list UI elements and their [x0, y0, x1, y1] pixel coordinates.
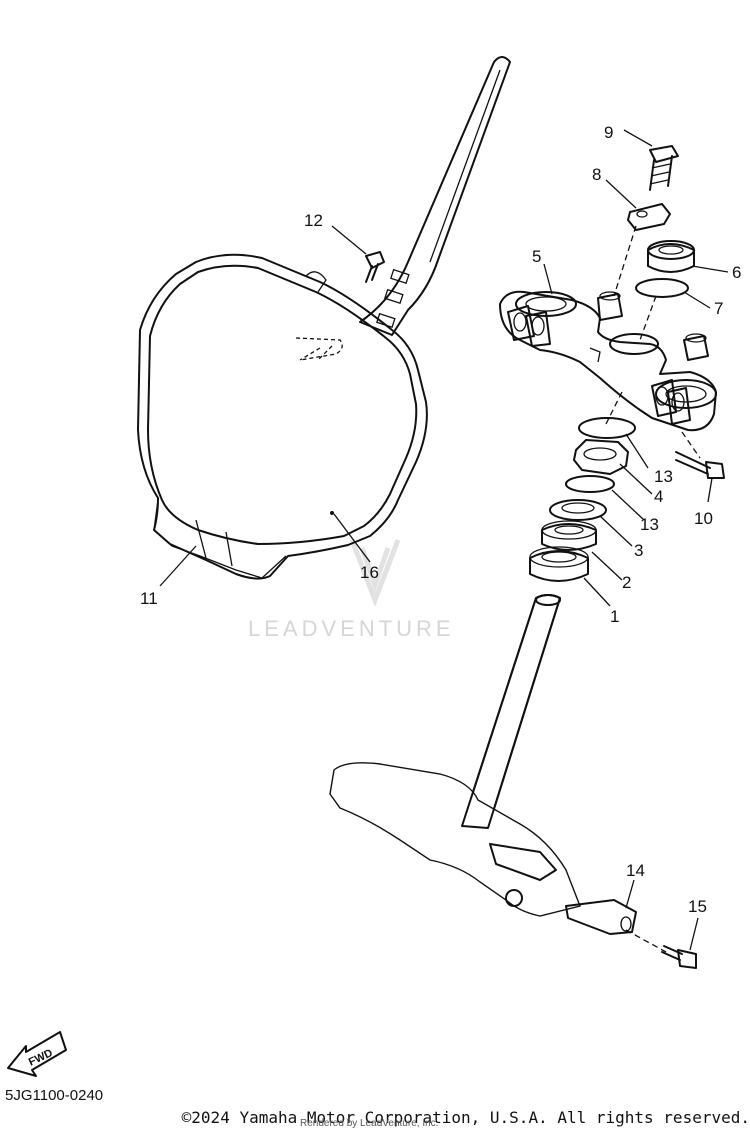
- callout-1: 1: [610, 607, 619, 626]
- callout-4: 4: [654, 487, 663, 506]
- washer-13-lower-icon: [565, 475, 615, 493]
- ring-nut-4-icon: [573, 439, 629, 475]
- callout-9: 9: [604, 123, 613, 142]
- bearing-stack: [529, 417, 636, 582]
- bearing-2-icon: [541, 523, 597, 551]
- callout-10: 10: [694, 509, 713, 528]
- callout-labels: 9 8 12 5 6 7 13 4 13 3 2 1 10 11 16 14 1…: [140, 123, 741, 916]
- diagram-part-code: 5JG1100-0240: [5, 1087, 104, 1104]
- copyright-notice: ©2024 Yamaha Motor Corporation, U.S.A. A…: [181, 1108, 750, 1127]
- callout-5: 5: [532, 247, 541, 266]
- upper-bracket-assembly: [499, 290, 717, 432]
- washer-7-icon: [635, 278, 689, 298]
- callout-2: 2: [622, 573, 631, 592]
- watermark-text: LEADVENTURE: [248, 616, 455, 641]
- clamp-8-icon: [627, 203, 671, 231]
- number-plate-assembly: [137, 56, 511, 580]
- bolt-9-icon: [649, 145, 679, 191]
- callout-6: 6: [732, 263, 741, 282]
- callout-13-lower: 13: [640, 515, 659, 534]
- leader-lines: [159, 129, 729, 951]
- bolt-10-icon: [675, 451, 725, 479]
- callout-11: 11: [140, 589, 158, 608]
- center-lines: [529, 225, 701, 953]
- callout-15: 15: [688, 897, 707, 916]
- forward-direction-arrow: FWD: [7, 1031, 67, 1077]
- dust-seal-3-icon: [549, 499, 607, 521]
- steering-stem: [329, 594, 581, 917]
- washer-13-upper-icon: [578, 417, 636, 439]
- callout-12: 12: [304, 211, 323, 230]
- callout-16: 16: [360, 563, 379, 582]
- watermark-logo: LEADVENTURE: [248, 539, 455, 641]
- rendered-by-note: Rendered by LeadVenture, Inc.: [300, 1118, 439, 1129]
- callout-8: 8: [592, 165, 601, 184]
- callout-7: 7: [714, 299, 723, 318]
- callout-3: 3: [634, 541, 643, 560]
- bolt-15-icon: [661, 945, 697, 969]
- bearing-1-icon: [529, 550, 589, 582]
- cable-guide-14-icon: [565, 899, 637, 935]
- collar-6-icon: [647, 240, 695, 273]
- bolt-12-icon: [365, 251, 385, 283]
- callout-14: 14: [626, 861, 645, 880]
- callout-13-upper: 13: [654, 467, 673, 486]
